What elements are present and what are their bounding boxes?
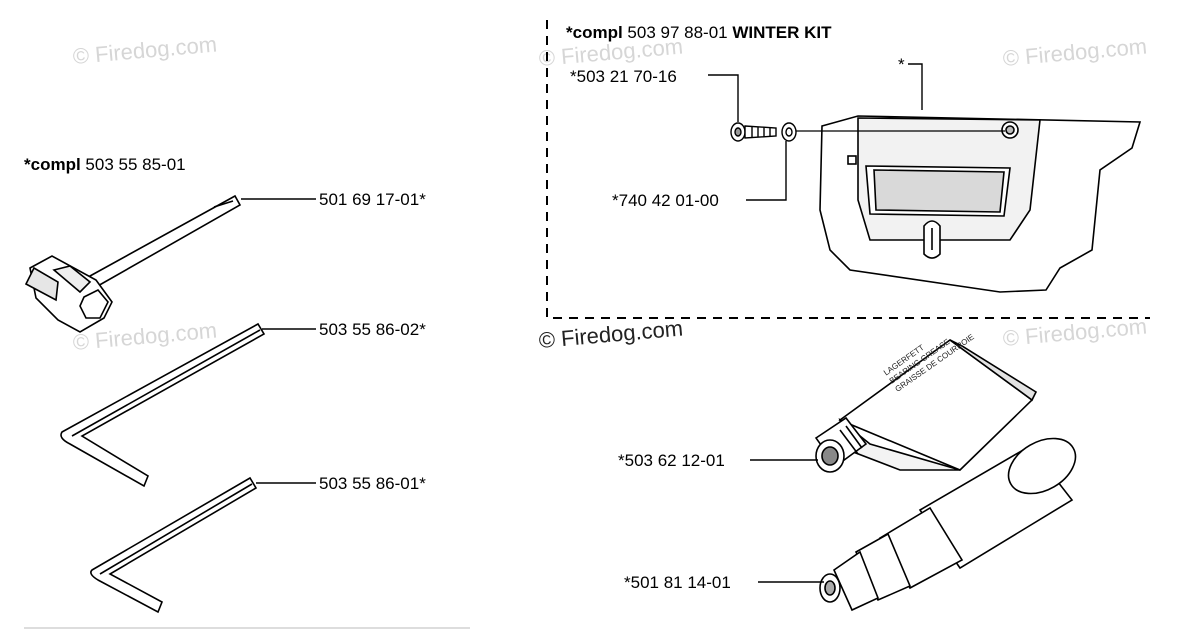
hex-key-large-drawing [60,322,266,488]
left-kit-number: 503 55 85-01 [85,155,186,174]
socket-wrench-drawing [24,194,242,333]
part-label-wrench[interactable]: 501 69 17-01* [319,190,426,209]
winter-kit-boundary [546,20,1150,319]
part-label-grease-gun[interactable]: *501 81 14-01 [624,573,731,592]
leader-cover [908,63,923,110]
part-label-hex-small[interactable]: 503 55 86-01* [319,474,426,493]
part-label-screw[interactable]: *503 21 70-16 [570,67,677,86]
part-label-hex-large[interactable]: 503 55 86-02* [319,320,426,339]
part-label-cover[interactable]: * [898,55,905,74]
washer-drawing [781,122,797,142]
screw-drawing [730,122,777,142]
grease-tube-drawing [814,339,1038,473]
winter-kit-number: 503 97 88-01 [627,23,728,42]
hex-key-small-drawing [90,476,258,614]
winter-kit-name: WINTER KIT [732,23,832,42]
leader-screw [708,74,739,122]
winter-kit-heading: *compl 503 97 88-01 WINTER KIT [566,24,832,41]
grease-gun-drawing [819,437,1077,612]
leader-washer [746,141,787,201]
winter-kit-prefix: *compl [566,23,623,42]
winter-cover-drawing [819,115,1142,293]
part-label-washer[interactable]: *740 42 01-00 [612,191,719,210]
part-label-grease-tube[interactable]: *503 62 12-01 [618,451,725,470]
left-kit-heading: *compl 503 55 85-01 [24,156,186,173]
left-kit-prefix: *compl [24,155,81,174]
